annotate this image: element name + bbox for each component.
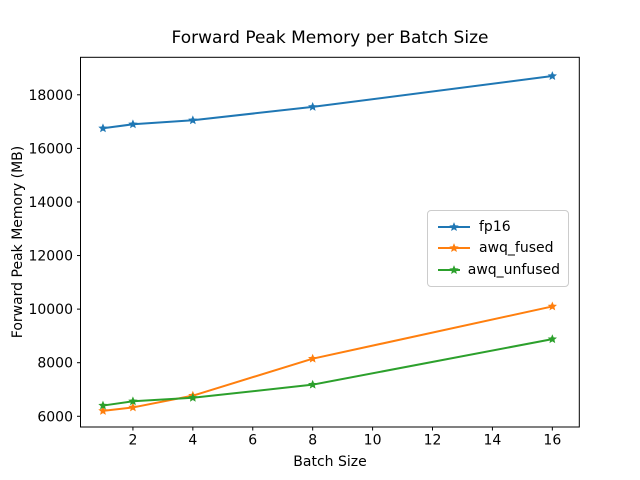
data-point-marker xyxy=(188,115,198,125)
y-tick-label: 18000 xyxy=(28,88,73,104)
line-star-swatch-icon xyxy=(438,264,460,274)
data-point-marker xyxy=(98,123,108,133)
x-tick-label: 2 xyxy=(128,433,137,449)
y-tick-label: 14000 xyxy=(28,195,73,211)
data-point-marker xyxy=(547,71,557,81)
y-tick-label: 6000 xyxy=(37,409,73,425)
y-tick-label: 10000 xyxy=(28,302,73,318)
legend-item-fp16: fp16 xyxy=(437,216,560,238)
data-point-marker xyxy=(98,400,108,410)
y-tick-label: 8000 xyxy=(37,356,73,372)
chart-title: Forward Peak Memory per Batch Size xyxy=(171,28,489,48)
line-star-swatch-icon xyxy=(438,221,470,231)
x-axis-label: Batch Size xyxy=(293,454,367,470)
data-point-marker xyxy=(188,392,198,402)
x-tick-label: 12 xyxy=(424,433,442,449)
data-point-marker xyxy=(547,334,557,344)
data-point-marker xyxy=(128,402,138,412)
series-line-fp16 xyxy=(101,75,554,130)
legend: fp16 awq_fused awq_unfused xyxy=(427,210,569,287)
data-point-marker xyxy=(308,353,318,363)
data-point-marker xyxy=(547,301,557,311)
data-point-marker xyxy=(128,396,138,406)
series-line-awq_unfused xyxy=(101,338,554,407)
x-tick-label: 6 xyxy=(248,433,257,449)
x-tick-label: 4 xyxy=(188,433,197,449)
series-line-awq_fused xyxy=(101,305,554,412)
data-point-marker xyxy=(308,101,318,111)
x-tick-label: 14 xyxy=(484,433,502,449)
x-tick-label: 16 xyxy=(543,433,561,449)
data-point-marker xyxy=(128,119,138,129)
data-point-marker xyxy=(308,379,318,389)
x-tick-label: 8 xyxy=(308,433,317,449)
legend-label: awq_unfused xyxy=(467,261,560,278)
y-tick-label: 12000 xyxy=(28,249,73,265)
line-star-swatch-icon xyxy=(438,243,470,253)
legend-item-awq-fused: awq_fused xyxy=(437,238,560,260)
legend-label: awq_fused xyxy=(479,240,554,257)
data-point-marker xyxy=(98,406,108,415)
x-tick-label: 10 xyxy=(364,433,382,449)
y-tick-label: 16000 xyxy=(28,141,73,157)
legend-label: fp16 xyxy=(479,218,511,235)
legend-item-awq-unfused: awq_unfused xyxy=(437,259,560,281)
